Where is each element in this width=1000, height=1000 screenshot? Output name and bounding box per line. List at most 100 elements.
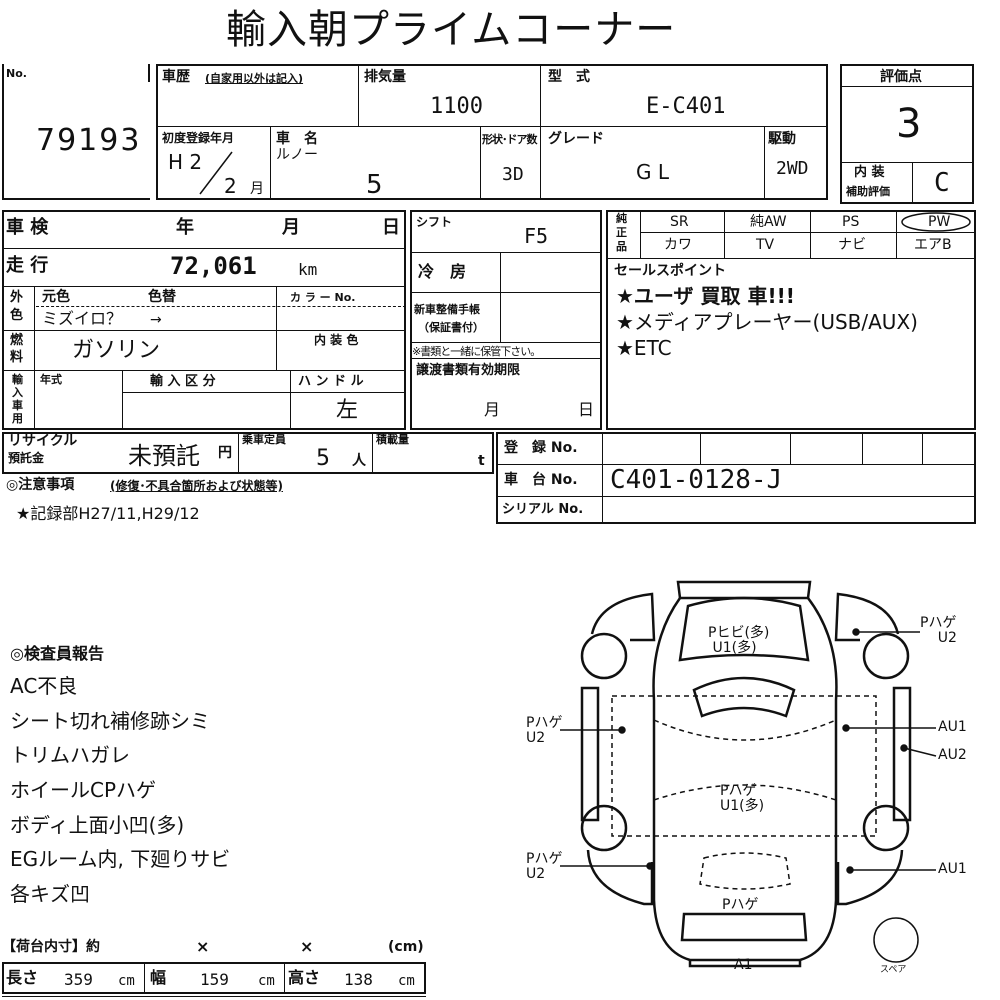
cargo-length-unit: cm	[118, 973, 135, 989]
map-hood-label: Pヒビ(多) U1(多)	[708, 625, 770, 656]
recycle-label-1: リサイクル	[8, 433, 78, 449]
chassis-label: 車 台 No.	[504, 472, 578, 488]
import-year-label: 年式	[40, 373, 62, 386]
handle-value: 左	[336, 398, 359, 423]
first-reg-year: H 2	[168, 150, 203, 174]
genuine-aw: 純AW	[750, 214, 787, 230]
load-unit: t	[478, 453, 485, 469]
recycle-unit: 円	[218, 445, 232, 461]
shift-label: シフト	[416, 215, 453, 229]
inspector-item: 各キズ凹	[10, 882, 90, 906]
history-label: 車歴	[162, 69, 190, 85]
load-label: 積載量	[376, 433, 409, 446]
inspector-label: ◎検査員報告	[10, 644, 104, 663]
first-reg-slash	[199, 151, 233, 195]
genuine-label-1: 純	[616, 212, 627, 225]
sales-point-1: ★ユーザ 買取 車!!!	[616, 284, 795, 308]
page-title: 輸入朝プライムコーナー	[226, 7, 677, 53]
serial-label: シリアル No.	[502, 502, 584, 517]
transfer-month: 月	[484, 400, 501, 419]
lot-number-box: No. 79193	[2, 64, 150, 200]
model-value: E-C401	[646, 94, 726, 119]
map-right-front-label: Pハゲ U2	[920, 615, 957, 646]
history-note: (自家用以外は記入)	[205, 72, 304, 85]
caution-label: ◎注意事項	[6, 477, 75, 493]
capacity-value: 5	[316, 446, 330, 471]
cargo-x2: ×	[300, 937, 314, 956]
import-side-2: 入	[12, 386, 23, 399]
map-right-door-label-1: AU1	[938, 719, 967, 735]
maintenance-label-1: 新車整備手帳	[414, 303, 480, 316]
mileage-value: 72,061	[170, 252, 257, 280]
import-side-1: 輸	[12, 373, 23, 386]
first-reg-label: 初度登録年月	[162, 131, 235, 145]
capacity-unit: 人	[352, 453, 366, 469]
inspector-item: AC不良	[10, 674, 78, 698]
lot-number-label: No.	[6, 67, 27, 80]
chassis-value: C401-0128-J	[610, 465, 783, 495]
inspection-label: 車 検	[6, 217, 49, 238]
inspector-item: ボディ上面小凹(多)	[10, 813, 185, 837]
car-name-value: 5	[366, 170, 383, 200]
body-value: 3D	[502, 164, 524, 185]
genuine-pw: PW	[928, 214, 951, 230]
map-spare-label: スペア	[880, 965, 907, 975]
fuel-value: ガソリン	[72, 338, 161, 363]
genuine-label-3: 品	[616, 240, 627, 253]
cargo-width-label: 幅	[150, 968, 167, 987]
capacity-label: 乗車定員	[242, 433, 286, 446]
import-side-4: 用	[12, 412, 23, 425]
vehicle-info-table	[156, 64, 828, 200]
inspector-item: トリムハガレ	[10, 743, 130, 767]
inspection-year: 年	[176, 217, 194, 238]
mileage-label: 走 行	[6, 255, 49, 276]
cargo-height-unit: cm	[398, 973, 415, 989]
cargo-height: 138	[344, 970, 373, 989]
cargo-width-unit: cm	[258, 973, 275, 989]
interior-color-label: 内 装 色	[314, 333, 359, 347]
car-maker: ルノー	[276, 147, 318, 163]
inspection-month: 月	[282, 217, 300, 238]
fuel-side-2: 料	[10, 350, 24, 365]
cargo-length: 359	[64, 970, 93, 989]
sales-point-2: ★メディアプレーヤー(USB/AUX)	[616, 310, 918, 334]
shift-value: F5	[524, 224, 549, 248]
map-trunk-label: Pハゲ	[722, 897, 759, 913]
interior-score-label-1: 内 装	[854, 165, 885, 180]
sales-point-3: ★ETC	[616, 336, 672, 360]
genuine-leather: カワ	[664, 237, 692, 253]
registration-label: 登 録 No.	[504, 440, 578, 456]
cargo-x1: ×	[196, 937, 210, 956]
color-arrow: →	[150, 312, 162, 328]
color-change-label: 色替	[148, 289, 176, 305]
map-left-rear-label: Pハゲ U2	[526, 851, 563, 882]
grade-label: グレード	[548, 131, 604, 147]
genuine-sr: SR	[670, 214, 689, 230]
recycle-table	[2, 432, 494, 474]
interior-score-label-2: 補助評価	[846, 185, 890, 198]
details-table	[2, 210, 406, 430]
color-code-label: カ ラ ー No.	[290, 291, 356, 304]
import-kind-label: 輸 入 区 分	[150, 374, 216, 389]
genuine-ps: PS	[842, 214, 860, 230]
interior-score-value: C	[934, 168, 950, 198]
map-rear-bumper-label: A1	[734, 957, 753, 973]
recycle-label-2: 預託金	[8, 451, 45, 465]
registration-table	[496, 432, 976, 524]
cargo-table	[2, 962, 426, 994]
displacement-value: 1100	[430, 94, 483, 119]
caution-sub: (修復･不具合箇所および状態等)	[110, 479, 283, 493]
transfer-label: 譲渡書類有効期限	[416, 363, 521, 378]
color-original-label: 元色	[42, 289, 70, 305]
first-reg-month: 2	[224, 174, 237, 198]
sales-table	[606, 210, 976, 430]
import-side-3: 車	[12, 399, 23, 412]
lot-number-value: 79193	[36, 123, 142, 158]
first-reg-month-unit: 月	[250, 181, 264, 197]
color-value: ミズイロ？	[42, 309, 123, 328]
genuine-tv: TV	[756, 237, 775, 253]
map-right-door-label-2: AU2	[938, 747, 967, 763]
maintenance-label-2: （保証書付）	[418, 321, 484, 334]
map-roof-label: Pハゲ U1(多)	[720, 783, 765, 814]
map-right-rear-label: AU1	[938, 861, 967, 877]
